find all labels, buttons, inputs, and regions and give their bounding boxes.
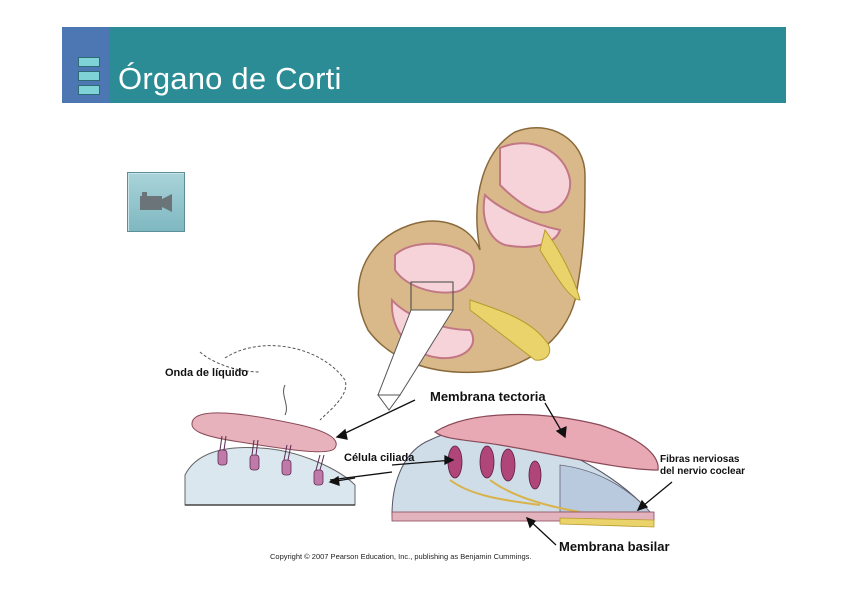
label-onda-de-liquido: Onda de líquido [165, 367, 249, 379]
cochlea-cross-section [357, 127, 586, 374]
label-membrana-tectoria: Membrana tectoria [430, 389, 546, 404]
menu-bars-icon [78, 57, 100, 95]
video-button[interactable] [127, 172, 185, 232]
right-organ-detail [391, 413, 659, 528]
label-celula-ciliada: Célula ciliada [344, 452, 415, 464]
title-bar: Órgano de Corti [62, 27, 786, 103]
slide-title: Órgano de Corti [118, 61, 342, 96]
label-membrana-basilar: Membrana basilar [559, 539, 670, 554]
title-accent [62, 27, 109, 103]
copyright-notice: Copyright © 2007 Pearson Education, Inc.… [270, 552, 532, 561]
video-camera-icon [140, 192, 172, 212]
label-fibras-nerviosas: Fibras nerviosas [660, 454, 740, 465]
label-nervio-coclear: del nervio coclear [660, 466, 746, 477]
left-schematic [184, 345, 356, 506]
leader-lines [328, 399, 673, 546]
